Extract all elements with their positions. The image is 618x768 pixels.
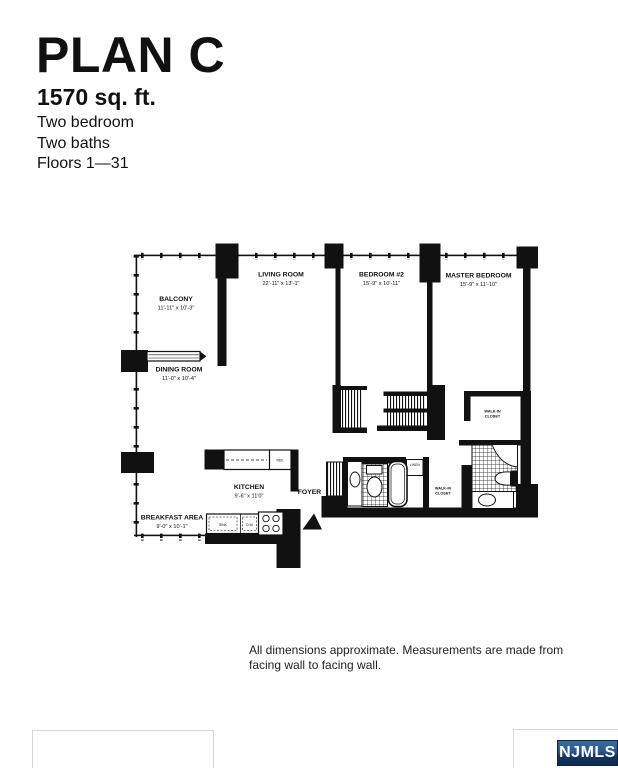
disclaimer-line-2: facing wall to facing wall. <box>249 657 382 672</box>
entry-arrow <box>302 513 322 530</box>
burner <box>262 514 270 523</box>
disclaimer-line-1: All dimensions approximate. Measurements… <box>249 643 564 657</box>
page-title: PLAN C <box>36 27 226 83</box>
hall-closet-wall-right <box>461 465 472 515</box>
room-label-master-bedroom: MASTER BEDROOM <box>445 273 511 280</box>
kitchen-foyer-wall <box>290 449 299 492</box>
foyer-closet-base <box>321 496 343 517</box>
fixture-labels: WALK-IN CLOSET WALK-IN CLOSET LINEN REF.… <box>219 410 501 527</box>
room-label-living-room: LIVING ROOM <box>258 272 304 279</box>
breakfast-window-wall <box>134 533 208 541</box>
room-label-dining-room: DINING ROOM <box>156 367 203 374</box>
left-pier <box>121 452 154 473</box>
bedroom2-master-wall <box>427 280 433 387</box>
toilet-bowl <box>366 476 383 498</box>
closet-wall <box>332 385 341 433</box>
room-label-breakfast-area: BREAKFAST AREA <box>141 515 204 522</box>
closet-pier <box>427 385 445 440</box>
closet-rail <box>383 391 428 396</box>
detail-floors: Floors 1—31 <box>37 155 129 172</box>
detail-baths: Two baths <box>37 134 110 152</box>
stove <box>257 511 284 536</box>
hall-closet-wall-left <box>423 457 429 514</box>
balcony-living-wall <box>217 276 227 366</box>
master-closet-wall <box>464 391 524 397</box>
label-hall-walkin-2: CLOSET <box>435 492 451 496</box>
double-closet-hatch <box>385 396 426 409</box>
walls <box>121 243 538 568</box>
closet-rail <box>341 386 367 390</box>
label-refrigerator: REF. <box>277 459 284 463</box>
burner <box>272 514 280 523</box>
dishwasher-box <box>242 516 257 531</box>
room-dims-breakfast-area: 9'-0" x 10'-1" <box>156 524 187 530</box>
double-closet-hatch <box>385 412 426 426</box>
column <box>516 246 538 269</box>
master-bath-counter <box>491 444 518 468</box>
kitchen-base-wall <box>205 533 284 544</box>
room-dims-master-bedroom: 15'-9" x 11'-10" <box>460 282 497 288</box>
bathtub <box>387 460 408 508</box>
master-toilet-bowl <box>494 471 511 486</box>
njmls-logo: NJMLS <box>557 740 618 766</box>
label-dishwasher: D.W. <box>246 523 253 527</box>
room-label-balcony: BALCONY <box>159 296 193 303</box>
room-dims-balcony: 11'-11" x 10'-3" <box>158 306 195 312</box>
room-label-bedroom-2: BEDROOM #2 <box>359 272 404 279</box>
right-wall-lower <box>520 391 531 487</box>
column <box>324 243 344 269</box>
room-labels: BALCONY 11'-11" x 10'-3" LIVING ROOM 22'… <box>141 272 512 531</box>
living-bedroom2-wall <box>335 268 341 387</box>
bath-left-wall <box>343 457 348 510</box>
label-master-walkin-2: CLOSET <box>485 415 501 419</box>
burner <box>262 524 270 533</box>
closet-wall <box>332 427 367 433</box>
linen-closet <box>406 459 424 476</box>
plan-details: Two bedroom Two baths Floors 1—31 <box>37 113 134 175</box>
detail-bedrooms: Two bedroom <box>37 114 134 131</box>
bedroom2-closet-hatch <box>342 390 362 428</box>
bath-top-wall <box>343 457 406 464</box>
toilet-tank <box>366 465 383 475</box>
master-bath-wall <box>459 440 524 446</box>
room-dims-kitchen: 9'-6" x 11'0" <box>234 494 263 500</box>
master-sink <box>478 493 496 507</box>
label-linen: LINEN <box>410 463 421 467</box>
column <box>419 243 441 283</box>
room-dims-dining-room: 11'-0" x 10'-4" <box>162 376 196 382</box>
room-dims-bedroom-2: 15'-9" x 10'-11" <box>363 281 400 287</box>
left-pier <box>121 350 148 372</box>
closet-rail <box>377 425 428 431</box>
bathtub-inner <box>390 463 405 505</box>
label-hall-walkin-1: WALK-IN <box>435 487 451 491</box>
left-window-wall <box>131 255 139 537</box>
master-toilet-seat <box>510 470 517 487</box>
room-dims-living-room: 22'-11" x 13'-1" <box>262 281 299 287</box>
cropped-thumbnail-left <box>32 730 214 768</box>
closet-rail <box>383 408 428 413</box>
square-footage: 1570 sq. ft. <box>37 84 156 110</box>
right-wall-upper <box>523 266 531 393</box>
refrigerator <box>268 449 292 471</box>
balcony-door-track <box>146 350 201 362</box>
disclaimer-text: All dimensions approximate. Measurements… <box>249 643 563 672</box>
label-sink: SINK <box>219 523 228 527</box>
bottom-wall <box>321 507 538 518</box>
kitchen-counter-end <box>204 449 225 470</box>
bath-sink <box>349 471 361 488</box>
sink-basin <box>208 516 238 531</box>
room-label-foyer: FOYER <box>298 489 322 496</box>
fixtures <box>146 350 518 536</box>
burner <box>272 524 280 533</box>
column <box>215 243 239 279</box>
label-master-walkin-1: WALK-IN <box>484 410 500 414</box>
closet-side-wall <box>464 391 471 421</box>
door-track-tip <box>200 351 207 361</box>
room-label-kitchen: KITCHEN <box>234 484 264 491</box>
foyer-closet-hatch <box>326 461 344 497</box>
